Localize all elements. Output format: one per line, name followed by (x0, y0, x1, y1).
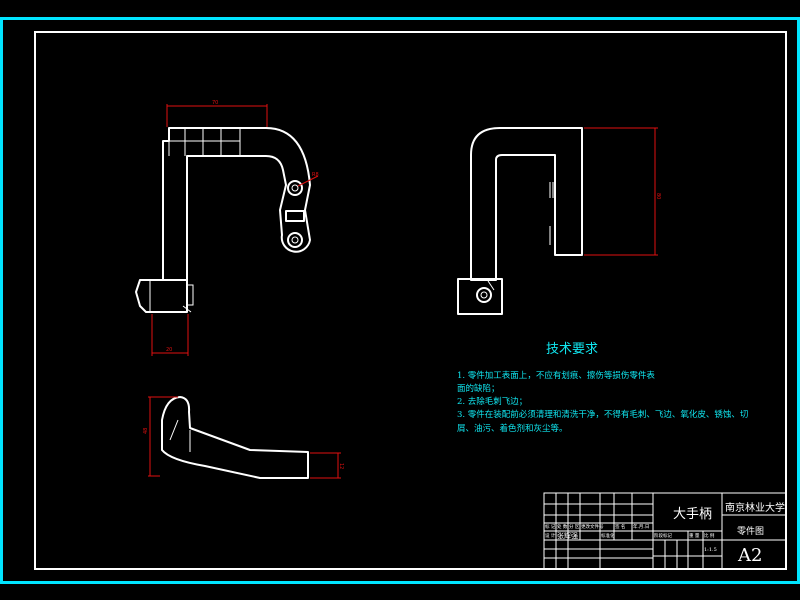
outer-frame (0, 17, 800, 584)
tech-line-4: 3. 零件在装配前必须清理和清洗干净，不得有毛刺、飞边、氧化皮、锈蚀、切 (457, 409, 748, 420)
tech-requirements: 技术要求 1. 零件加工表面上，不应有划痕、擦伤等损伤零件表 面的缺陷； 2. … (457, 342, 748, 434)
tb-designer-name: 张辉强 (557, 531, 578, 540)
school-name: 南京林业大学 (725, 501, 785, 514)
drawing-type: 零件图 (737, 525, 764, 537)
part-name: 大手柄 (673, 507, 712, 522)
dim-bottom-right-height: 12 (338, 463, 344, 469)
dim-bottom-left-height: 48 (143, 428, 149, 434)
tb-label-signature: 签 名 (615, 523, 625, 530)
tb-label-design: 设 计 (545, 532, 556, 539)
sheet-size: A2 (737, 545, 762, 566)
dim-bottom-width: 20 (166, 347, 172, 353)
tb-label-date: 年.月.日 (633, 523, 649, 530)
tech-line-3: 2. 去除毛刺飞边； (457, 396, 527, 407)
scale-value: 1:1.5 (704, 547, 717, 553)
tb-label-zone: 分 区 (569, 523, 580, 530)
dim-radius: R8 (312, 172, 319, 178)
front-view-dimensions: 70 20 R8 (151, 100, 319, 356)
tech-line-2: 面的缺陷； (457, 383, 500, 394)
tb-label-stage: 阶段标记 (654, 532, 672, 539)
tech-heading: 技术要求 (546, 342, 598, 357)
tech-line-1: 1. 零件加工表面上，不应有划痕、擦伤等损伤零件表 (457, 370, 655, 381)
tb-label-mark: 标 记 (545, 523, 556, 530)
dim-right-height: 80 (655, 193, 661, 199)
tech-line-5: 屑、油污、着色剂和灰尘等。 (457, 423, 568, 434)
inner-frame (34, 31, 787, 570)
front-view (135, 127, 311, 313)
title-block: 大手柄 南京林业大学 零件图 A2 1:1.5 标 记 处 数 分 区 更改文件… (543, 492, 787, 570)
tb-label-scale: 比 例 (704, 532, 715, 539)
dim-top-width: 70 (212, 100, 218, 106)
lever-view (161, 396, 309, 479)
side-view-dimensions: 80 (584, 127, 661, 256)
side-view (457, 127, 583, 315)
tb-label-weight: 重 量 (689, 532, 700, 539)
tb-label-change-doc: 更改文件号 (581, 523, 604, 530)
tb-label-count: 处 数 (557, 523, 568, 530)
tb-label-standardization: 标准化 (601, 532, 615, 539)
lever-dimensions: 48 12 (143, 396, 344, 479)
